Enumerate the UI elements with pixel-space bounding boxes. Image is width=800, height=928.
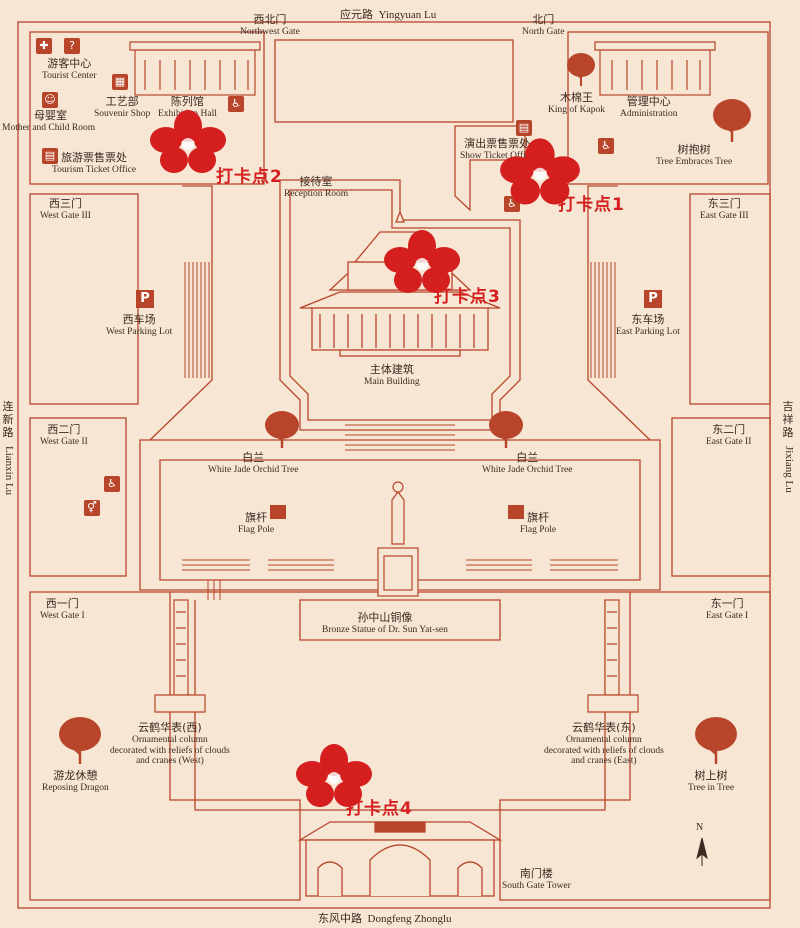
label-king-of-kapok: 木棉王 King of Kapok <box>548 91 605 115</box>
parking-icon: P <box>644 290 662 308</box>
ticket-icon: ▤ <box>42 148 58 164</box>
kapok-tree-icon <box>567 53 595 86</box>
parking-icon: P <box>136 290 154 308</box>
label-white-jade-west: 白兰 White Jade Orchid Tree <box>208 451 299 475</box>
label-column-west: 云鹤华表(西) Ornamental column decorated with… <box>110 721 230 767</box>
tree-in-tree-icon <box>695 717 737 764</box>
label-white-jade-east: 白兰 White Jade Orchid Tree <box>482 451 573 475</box>
compass-label: N <box>696 822 704 833</box>
kapok-flower-icon <box>150 110 226 173</box>
south-gate-drawing <box>297 821 503 897</box>
road-north: 应元路 Yingyuan Lu <box>340 6 436 22</box>
label-south-gate-tower: 南门楼 South Gate Tower <box>502 867 571 891</box>
info-icon: ? <box>64 38 80 54</box>
kapok-flower-icon <box>500 138 580 205</box>
label-tourist-center: 游客中心 Tourist Center <box>42 57 97 81</box>
road-east: 吉祥路 Jixiang Lu <box>782 400 796 492</box>
label-mother-child-room: 母婴室 Mother and Child Room <box>2 109 96 133</box>
label-west-parking: 西车场 West Parking Lot <box>106 313 173 337</box>
checkin-1-label[interactable]: 打卡点1 <box>558 195 625 215</box>
label-west-gate-1: 西一门 West Gate I <box>40 597 85 621</box>
compass-arrow <box>696 837 708 866</box>
flag-pole-east-marker <box>508 505 524 519</box>
label-east-gate-1: 东一门 East Gate I <box>706 597 749 621</box>
label-flag-pole-west: 旗杆 Flag Pole <box>238 511 275 535</box>
label-administration: 管理中心 Administration <box>620 95 678 119</box>
kapok-flower-icon <box>384 230 460 293</box>
checkin-4-label[interactable]: 打卡点4 <box>346 799 413 819</box>
road-north-en: Yingyuan Lu <box>378 9 437 21</box>
label-west-gate-3: 西三门 West Gate III <box>40 197 91 221</box>
road-west-en: Lianxin Lu <box>3 445 16 495</box>
administration-building <box>594 41 716 96</box>
column-east-drawing <box>587 599 639 713</box>
label-column-east: 云鹤华表(东) Ornamental column decorated with… <box>544 721 664 767</box>
label-reposing-dragon: 游龙休憩 Reposing Dragon <box>42 769 109 793</box>
checkin-2-label[interactable]: 打卡点2 <box>216 167 283 187</box>
flag-pole-west-marker <box>270 505 286 519</box>
label-tree-in-tree: 树上树 Tree in Tree <box>688 769 735 793</box>
label-souvenir-shop: 工艺部 Souvenir Shop <box>94 95 151 119</box>
wheelchair-icon: ♿ <box>228 96 244 112</box>
exhibition-hall-building <box>129 41 261 96</box>
road-west-zh: 连新路 <box>2 400 14 440</box>
road-east-zh: 吉祥路 <box>782 400 794 440</box>
label-northwest-gate: 西北门 Northwest Gate <box>240 13 300 37</box>
road-west: 连新路 Lianxin Lu <box>2 400 16 495</box>
bronze-statue-drawing <box>377 481 419 597</box>
checkin-3-label[interactable]: 打卡点3 <box>434 287 501 307</box>
label-north-gate: 北门 North Gate <box>522 13 565 37</box>
restroom-icon: ⚥ <box>84 500 100 516</box>
column-west-drawing <box>154 599 206 713</box>
label-east-gate-2: 东二门 East Gate II <box>706 423 752 447</box>
orchid-tree-east-icon <box>489 411 523 448</box>
label-show-ticket-office: 演出票售票处 Show Ticket Office <box>460 137 535 161</box>
kapok-flower-icon <box>296 744 372 807</box>
road-east-en: Jixiang Lu <box>783 445 796 493</box>
label-west-gate-2: 西二门 West Gate II <box>40 423 88 447</box>
road-south-zh: 东风中路 <box>318 912 362 925</box>
ticket-icon: ▤ <box>516 120 532 136</box>
label-east-gate-3: 东三门 East Gate III <box>700 197 749 221</box>
label-main-building: 主体建筑 Main Building <box>364 363 420 387</box>
label-tree-embraces-tree: 树抱树 Tree Embraces Tree <box>656 143 733 167</box>
label-flag-pole-east: 旗杆 Flag Pole <box>520 511 557 535</box>
orchid-tree-west-icon <box>265 411 299 448</box>
tree-embraces-tree-icon <box>713 99 751 142</box>
label-ticket-office: 旅游票售票处 Tourism Ticket Office <box>52 151 137 175</box>
first-aid-icon: ✚ <box>36 38 52 54</box>
label-east-parking: 东车场 East Parking Lot <box>616 313 680 337</box>
shop-icon: ▦ <box>112 74 128 90</box>
wheelchair-icon: ♿ <box>598 138 614 154</box>
label-reception-room: 接待室 Reception Room <box>284 175 349 199</box>
baby-icon: ☺ <box>42 92 58 108</box>
road-south: 东风中路 Dongfeng Zhonglu <box>318 910 452 926</box>
label-bronze-statue: 孙中山铜像 Bronze Statue of Dr. Sun Yat-sen <box>322 611 448 635</box>
road-south-en: Dongfeng Zhonglu <box>367 913 452 925</box>
wheelchair-icon: ♿ <box>104 476 120 492</box>
dragon-tree-icon <box>59 717 101 764</box>
road-north-zh: 应元路 <box>340 8 373 21</box>
